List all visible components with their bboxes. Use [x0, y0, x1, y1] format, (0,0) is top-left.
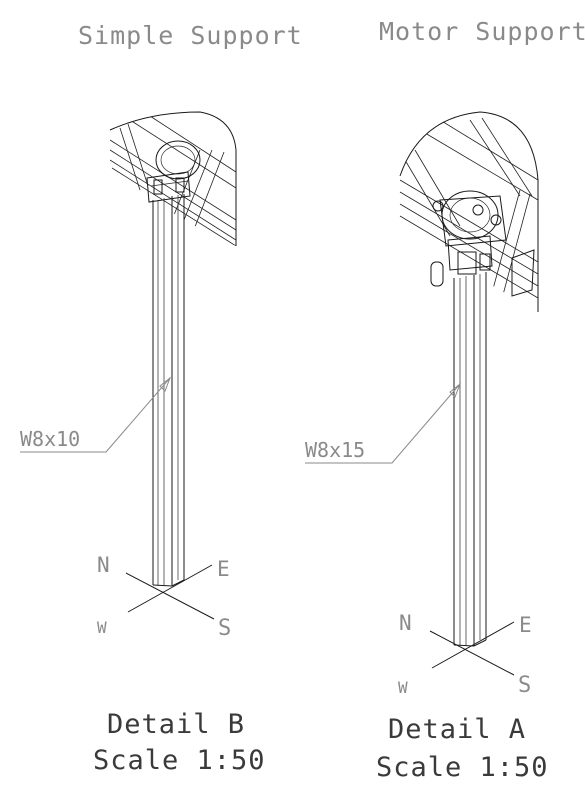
- motor-support-member-label: W8x15: [305, 438, 365, 462]
- motor-support-scale: Scale 1:50: [376, 752, 549, 783]
- motor-support-leader: W8x15: [305, 382, 462, 464]
- simple-support-cutaway: [109, 111, 237, 246]
- motor-support-cutaway: [399, 111, 539, 312]
- compass-n-label: N: [399, 611, 412, 635]
- simple-support-detail: Simple Support: [20, 21, 303, 776]
- motor-support-compass: N E S W: [398, 611, 532, 698]
- motor-support-detail: Motor Support: [305, 17, 585, 783]
- simple-support-leader: W8x10: [20, 376, 172, 453]
- compass-s-label: S: [518, 673, 531, 698]
- simple-support-member-label: W8x10: [20, 427, 80, 451]
- compass-e-label: E: [217, 557, 230, 581]
- simple-support-compass: N E S W: [97, 553, 231, 641]
- compass-e-label: E: [519, 613, 532, 637]
- compass-w-label: W: [398, 678, 408, 697]
- motor-support-post: [453, 272, 487, 647]
- motor-support-detail-name: Detail A: [388, 714, 526, 745]
- simple-support-header: Simple Support: [78, 21, 303, 50]
- simple-support-detail-name: Detail B: [107, 709, 245, 740]
- simple-support-scale: Scale 1:50: [93, 745, 266, 776]
- simple-support-post: [152, 194, 185, 587]
- motor-support-header: Motor Support: [379, 17, 585, 46]
- compass-n-label: N: [97, 553, 110, 577]
- compass-s-label: S: [218, 616, 231, 641]
- compass-w-label: W: [97, 618, 107, 637]
